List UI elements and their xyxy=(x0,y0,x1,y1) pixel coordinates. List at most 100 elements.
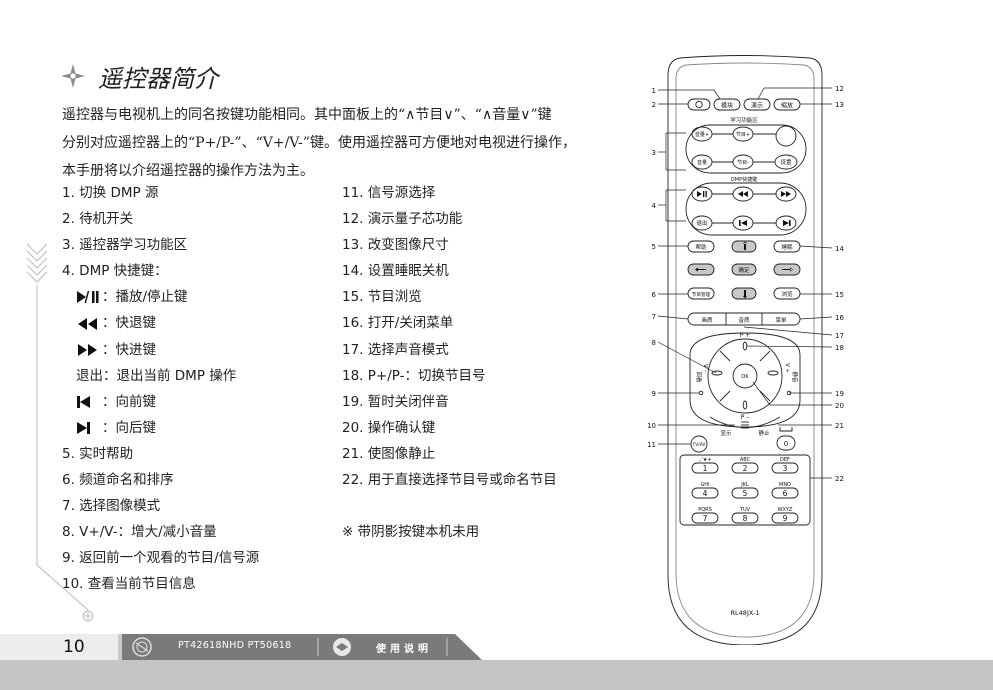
power-icon xyxy=(695,100,703,109)
demo-button[interactable] xyxy=(743,98,771,111)
list-item: 12. 演示量子芯功能 xyxy=(342,211,463,228)
list-item: 6. 频道命名和排序 xyxy=(62,472,174,489)
keypad-frame xyxy=(679,454,811,526)
key-digit-label: 4 xyxy=(703,489,708,498)
p-minus-mark xyxy=(742,400,748,410)
list-item: 15. 节目浏览 xyxy=(342,289,422,306)
disc-icon xyxy=(132,637,152,657)
list-item: 14. 设置睡眠关机 xyxy=(342,263,449,280)
list-item: 5. 实时帮助 xyxy=(62,445,134,462)
key-0[interactable] xyxy=(776,435,796,451)
callout-number: 6 xyxy=(652,291,657,299)
browse-button[interactable] xyxy=(773,287,801,300)
demo-label: 演示 xyxy=(751,102,763,110)
key-digit-label: 7 xyxy=(703,514,708,523)
dmp-keys-label: DMP快捷键 xyxy=(731,176,757,183)
intro-paragraph: 遥控器与电视机上的同名按键功能相同。其中面板上的“∧节目∨”、“∧音量∨”键 分… xyxy=(62,101,632,185)
list-item: 19. 暂时关闭伴音 xyxy=(342,393,449,410)
v-minus-mark xyxy=(711,370,723,376)
setup-label: 设置 xyxy=(780,158,792,166)
help-button[interactable] xyxy=(687,240,715,253)
callout-number: 20 xyxy=(835,402,844,410)
key-4[interactable] xyxy=(691,487,719,499)
exit-label: 退出 xyxy=(696,219,707,227)
key-0-label: 0 xyxy=(784,440,788,448)
next-icon xyxy=(77,421,90,434)
callout-number: 10 xyxy=(647,422,656,430)
dmp-area-frame xyxy=(685,182,807,236)
list-item: 20. 操作确认键 xyxy=(342,419,436,436)
p-plus-mark xyxy=(742,341,748,351)
zoom-button[interactable] xyxy=(773,98,801,111)
learn-blank-button[interactable] xyxy=(775,125,797,147)
intro-line: 本手册将以介绍遥控器的操作方法为主。 xyxy=(62,163,314,179)
power-button[interactable] xyxy=(687,98,711,111)
rewind-icon xyxy=(78,317,97,330)
list-spacer xyxy=(342,493,642,519)
callout-number: 13 xyxy=(835,101,844,109)
sparkle-icon xyxy=(61,64,85,88)
ok-cn-label: 确定 xyxy=(738,266,750,274)
list-item-next: ：向后键 xyxy=(62,415,332,441)
key-digit-label: 8 xyxy=(743,514,748,523)
list-item-play: ：播放/停止键 xyxy=(62,284,332,310)
module-button[interactable] xyxy=(713,98,741,111)
page-number: 10 xyxy=(63,637,85,657)
key-digit-label: 5 xyxy=(743,489,748,498)
footer-tab xyxy=(0,634,482,660)
callout-number: 1 xyxy=(652,87,656,95)
key-letters-label: JKL xyxy=(740,482,749,488)
ok-cn-button[interactable] xyxy=(731,263,757,276)
callout-number: 21 xyxy=(835,422,844,430)
key-letters-label: PQRS xyxy=(698,507,712,513)
callout-number: 2 xyxy=(652,101,656,109)
key-letters-label: ABC xyxy=(740,457,751,463)
key-7[interactable] xyxy=(691,512,719,524)
key-6[interactable] xyxy=(771,487,799,499)
v-minus-label: V – xyxy=(702,364,708,373)
p-plus-label: P + xyxy=(740,332,751,339)
ok-button[interactable] xyxy=(732,363,758,389)
key-letters-label: MNO xyxy=(779,482,791,488)
list-item: 2. 待机开关 xyxy=(62,211,134,228)
key-3[interactable] xyxy=(771,462,799,474)
key-digit-label: 9 xyxy=(783,514,788,523)
callout-number: 11 xyxy=(647,441,656,449)
remote-inner-outline xyxy=(675,62,815,638)
v-plus-mark xyxy=(767,370,779,376)
display-label: 显示 xyxy=(720,430,732,437)
tv-av-label: TV/AV xyxy=(692,442,706,448)
nav-ring[interactable] xyxy=(707,338,783,414)
ok-label: OK xyxy=(741,374,749,380)
key-digit-label: 2 xyxy=(743,464,748,473)
previous-icon xyxy=(77,395,90,408)
sleep-label: 睡眠 xyxy=(781,243,793,251)
sound-label: 音质 xyxy=(738,316,750,324)
key-8[interactable] xyxy=(731,512,759,524)
freeze-label: 静止 xyxy=(758,429,770,437)
p-minus-label: P – xyxy=(741,414,750,421)
list-item: 退出：退出当前 DMP 操作 xyxy=(76,367,237,384)
list-item: 17. 选择声音模式 xyxy=(342,341,449,358)
callout-number: 3 xyxy=(652,149,656,157)
key-9[interactable] xyxy=(771,512,799,524)
callout-number: 17 xyxy=(835,332,844,340)
key-1[interactable] xyxy=(691,462,719,474)
page-title: 遥控器简介 xyxy=(98,64,218,93)
help-label: 帮助 xyxy=(695,243,707,251)
vol-plus-label: 音量+ xyxy=(695,131,709,138)
list-item: 9. 返回前一个观看的节目/信号源 xyxy=(62,550,260,567)
list-item: 11. 信号源选择 xyxy=(342,185,436,201)
v-plus-label: V + xyxy=(784,363,790,374)
prog-manage-button[interactable] xyxy=(687,287,715,300)
key-5[interactable] xyxy=(731,487,759,499)
learn-area-label: 学习功能区 xyxy=(730,116,758,124)
key-2[interactable] xyxy=(731,462,759,474)
model-text: PT42618NHD PT50618 xyxy=(178,640,292,651)
callout-number: 22 xyxy=(835,475,844,483)
sleep-button[interactable] xyxy=(773,240,801,253)
callout-number: 5 xyxy=(652,243,656,251)
